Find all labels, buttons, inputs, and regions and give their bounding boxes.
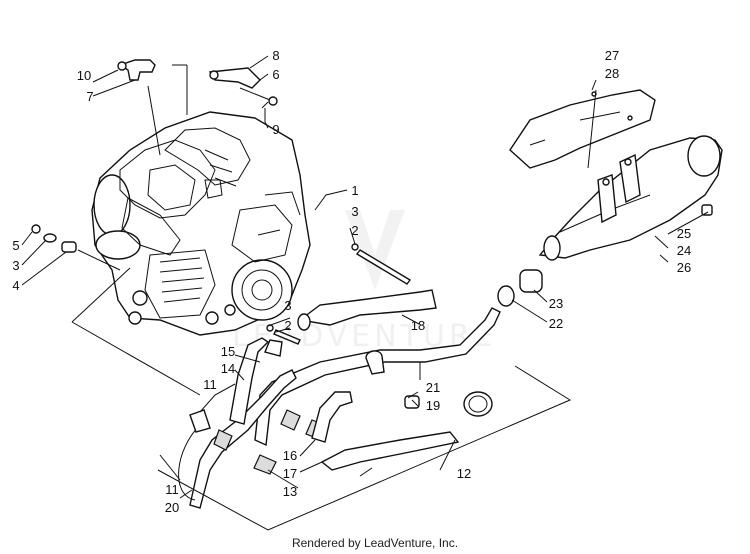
- callout-9: 10: [77, 68, 91, 83]
- leader-box-left: [71, 267, 201, 396]
- callout-16: 16: [283, 448, 297, 463]
- callout-28: 28: [605, 66, 619, 81]
- callout-12: 12: [457, 466, 471, 481]
- callout-6: 6: [272, 67, 279, 82]
- bracket-parts: [117, 59, 278, 156]
- nut-21: [404, 395, 420, 409]
- clamp-ring: [463, 391, 493, 417]
- footer-credit: Rendered by LeadVenture, Inc.: [291, 536, 459, 550]
- callout-24: 24: [677, 243, 691, 258]
- heat-shield-lower: [320, 431, 460, 471]
- callout-15: 15: [221, 344, 235, 359]
- muffler-heat-shield: [509, 89, 656, 169]
- callout-labels: 10 7 8 6 9 1 3 2 5 3 4 3 2 18 15 14 11 2…: [12, 48, 691, 515]
- callout-27: 27: [605, 48, 619, 63]
- heat-shield-upper: [297, 289, 437, 331]
- callout-25: 25: [677, 226, 691, 241]
- callout-1: 1: [351, 183, 358, 198]
- callout-14: 14: [221, 361, 235, 376]
- callout-3c: 3: [284, 298, 291, 313]
- callout-2a: 2: [351, 223, 358, 238]
- exhaust-group-outline: [157, 365, 572, 531]
- callout-10: 11: [203, 377, 217, 392]
- callout-7b: 8: [272, 48, 279, 63]
- callout-19: 19: [426, 398, 440, 413]
- callout-13: 13: [283, 484, 297, 499]
- callout-7a: 7: [86, 89, 93, 104]
- engine-assembly: [91, 111, 311, 336]
- callout-23: 23: [549, 296, 563, 311]
- exhaust-elbow-pipe: [311, 391, 353, 443]
- long-mount-bolt: [351, 243, 412, 285]
- callout-3a: 3: [351, 204, 358, 219]
- callout-leaders: [21, 55, 709, 499]
- callout-3b: 3: [12, 258, 19, 273]
- callout-20: 20: [165, 500, 179, 515]
- callout-11: 11: [165, 482, 179, 497]
- callout-18: 18: [411, 318, 425, 333]
- callout-26: 26: [677, 260, 691, 275]
- callout-21: 21: [426, 380, 440, 395]
- callout-4: 4: [12, 278, 19, 293]
- mount-hardware-left: [31, 224, 121, 271]
- callout-2b: 2: [284, 318, 291, 333]
- callout-22: 22: [549, 316, 563, 331]
- callout-8: 9: [272, 122, 279, 137]
- callout-5: 5: [12, 238, 19, 253]
- muffler-assembly: [538, 135, 723, 261]
- coupler-clamp: [497, 269, 543, 307]
- callout-17: 17: [283, 466, 297, 481]
